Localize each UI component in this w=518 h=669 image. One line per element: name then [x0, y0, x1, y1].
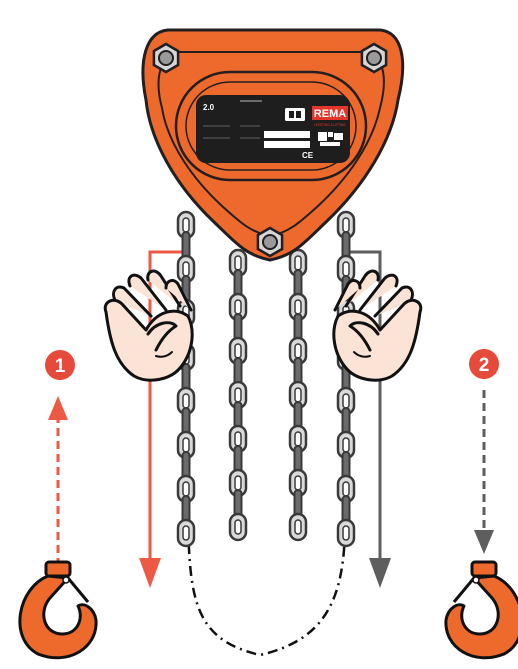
load-chains: [178, 212, 354, 546]
step-2-number: 2: [479, 355, 490, 376]
hook-icon: [446, 562, 518, 658]
bolt-icon: [258, 228, 282, 256]
data-plate: 2.0 REMA HOISTING & LIFTING CE: [196, 95, 350, 163]
step-1-number: 1: [55, 356, 66, 377]
step-2-marker: 2: [469, 349, 499, 379]
hand-icon: [334, 271, 421, 380]
chain-icon: [178, 212, 194, 546]
bolt-icon: [362, 44, 386, 72]
chain-icon: [230, 250, 246, 540]
brand-name: REMA: [314, 108, 346, 120]
brand-logo: REMA HOISTING & LIFTING: [312, 106, 348, 127]
lift-up-arrow: [48, 396, 68, 565]
step-1-marker: 1: [45, 350, 75, 380]
ce-mark: CE: [302, 151, 314, 160]
bolt-icon: [154, 44, 178, 72]
brand-subtitle: HOISTING & LIFTING: [314, 123, 346, 127]
capacity-label: 2.0: [203, 103, 215, 112]
lower-down-arrow: [474, 390, 494, 554]
chain-icon: [338, 212, 354, 546]
manual-book-icon: [285, 108, 305, 121]
hand-chain-loop: [188, 522, 345, 655]
chain-icon: [290, 250, 306, 540]
hand-icon: [105, 271, 192, 380]
hook-icon: [20, 562, 96, 658]
